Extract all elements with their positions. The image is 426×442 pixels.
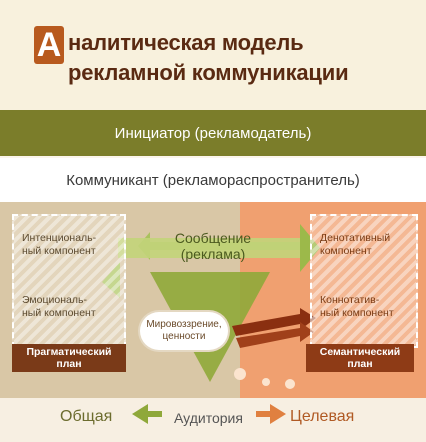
semantic-panel bbox=[310, 214, 418, 348]
title-initial-letter: А bbox=[34, 26, 64, 64]
audience-target: Целевая bbox=[290, 408, 355, 425]
semantic-plan-line-2: план bbox=[347, 358, 373, 370]
emotional-line-2: ный компонент bbox=[22, 307, 96, 319]
emotional-component: Эмоциональ- ный компонент bbox=[22, 294, 96, 320]
communicant-band: Коммуникант (рекламораспространитель) bbox=[0, 158, 426, 202]
connotative-component: Коннотатив- ный компонент bbox=[320, 294, 394, 320]
denotative-component: Денотативный компонент bbox=[320, 232, 390, 258]
pragmatic-plan-line-1: Прагматический bbox=[26, 346, 112, 358]
audience-label: Аудитория bbox=[174, 410, 243, 426]
worldview-line-2: ценности bbox=[162, 331, 206, 342]
audience-arrow-left bbox=[132, 404, 148, 424]
intentional-line-2: ный компонент bbox=[22, 245, 96, 257]
denotative-line-2: компонент bbox=[320, 245, 372, 257]
pragmatic-plan-tag: Прагматический план bbox=[12, 344, 126, 372]
denotative-line-1: Денотативный bbox=[320, 232, 391, 244]
connotative-arrow bbox=[232, 308, 316, 336]
connotative-line-1: Коннотатив- bbox=[320, 294, 380, 306]
connotative-arrow-2 bbox=[236, 322, 314, 348]
connotative-line-2: ный компонент bbox=[320, 307, 394, 319]
emotional-line-1: Эмоциональ- bbox=[22, 294, 87, 306]
initiator-label: Инициатор (рекламодатель) bbox=[114, 124, 312, 142]
audience-general: Общая bbox=[60, 408, 113, 425]
bubble-3 bbox=[285, 379, 295, 389]
bubble-1 bbox=[234, 368, 246, 380]
bubble-2 bbox=[262, 378, 270, 386]
audience-arrow-right-shaft bbox=[256, 411, 270, 417]
title-line-2: рекламной коммуникации bbox=[68, 60, 349, 85]
title-line-1: налитическая модель bbox=[68, 30, 304, 55]
semantic-plan-line-1: Семантический bbox=[319, 346, 401, 358]
intentional-component: Интенциональ- ный компонент bbox=[22, 232, 96, 258]
audience-arrow-right bbox=[270, 404, 286, 424]
initiator-band: Инициатор (рекламодатель) bbox=[0, 110, 426, 156]
title-block: А налитическая модель рекламной коммуник… bbox=[0, 0, 426, 110]
audience-arrow-left-shaft bbox=[148, 411, 162, 417]
audience-strip bbox=[0, 398, 426, 442]
communicant-label: Коммуникант (рекламораспространитель) bbox=[66, 171, 360, 189]
message-band bbox=[118, 238, 305, 258]
message-line-1: Сообщение bbox=[174, 230, 252, 246]
diagram-area: Интенциональ- ный компонент Эмоциональ- … bbox=[0, 202, 426, 442]
worldview-cloud: Мировоззрение, ценности bbox=[140, 312, 228, 350]
worldview-line-1: Мировоззрение, bbox=[146, 319, 222, 330]
message-line-2: (реклама) bbox=[180, 246, 246, 262]
semantic-plan-tag: Семантический план bbox=[306, 344, 414, 372]
intentional-line-1: Интенциональ- bbox=[22, 232, 97, 244]
pragmatic-panel bbox=[12, 214, 126, 348]
message-label: Сообщение (реклама) bbox=[158, 230, 268, 262]
pragmatic-plan-line-2: план bbox=[56, 358, 82, 370]
